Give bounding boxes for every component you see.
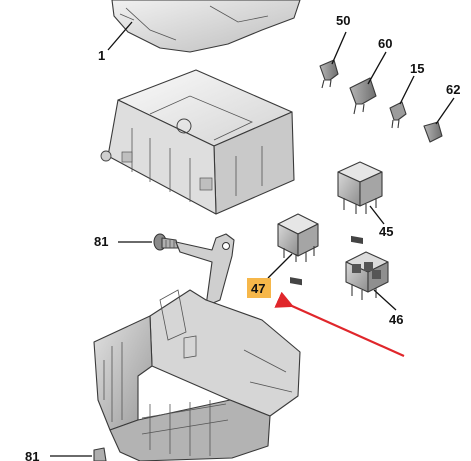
callout-label-81-top: 81	[94, 234, 108, 249]
highlight-arrow	[274, 291, 405, 358]
relay-47-part	[277, 213, 319, 286]
callout-label-50: 50	[336, 13, 350, 28]
fuse-60-part	[349, 77, 377, 115]
leader-line-15	[399, 75, 415, 105]
callout-label-1: 1	[98, 48, 105, 63]
mounting-bracket-part	[175, 233, 235, 307]
callout-label-45: 45	[379, 224, 393, 239]
callout-label-60: 60	[378, 36, 392, 51]
relay-45-part	[337, 161, 383, 245]
fuse-50-part	[319, 59, 339, 89]
callout-label-46: 46	[389, 312, 403, 327]
leader-line-45	[369, 205, 385, 225]
fuse-15-part	[389, 101, 407, 129]
relay-46-part	[345, 251, 389, 300]
top-cover-part	[111, 0, 301, 53]
leader-line-46	[373, 289, 397, 311]
clip-81-bottom-part	[93, 447, 107, 461]
leader-line-1	[107, 21, 133, 51]
highlight-badge	[247, 278, 271, 298]
callout-label-81-bottom: 81	[25, 449, 39, 461]
leader-line-50	[331, 31, 347, 65]
lower-tray-part	[93, 289, 301, 461]
callout-label-15: 15	[410, 61, 424, 76]
leader-line-62	[435, 97, 455, 125]
fuse-box-body-part	[100, 69, 295, 215]
callout-label-47: 47	[251, 281, 265, 296]
callout-label-62: 62	[446, 82, 460, 97]
fuse-62-part	[423, 121, 443, 143]
leader-line-47	[267, 253, 293, 279]
clip-81-top-part	[153, 233, 179, 251]
leader-line-60	[367, 51, 387, 85]
